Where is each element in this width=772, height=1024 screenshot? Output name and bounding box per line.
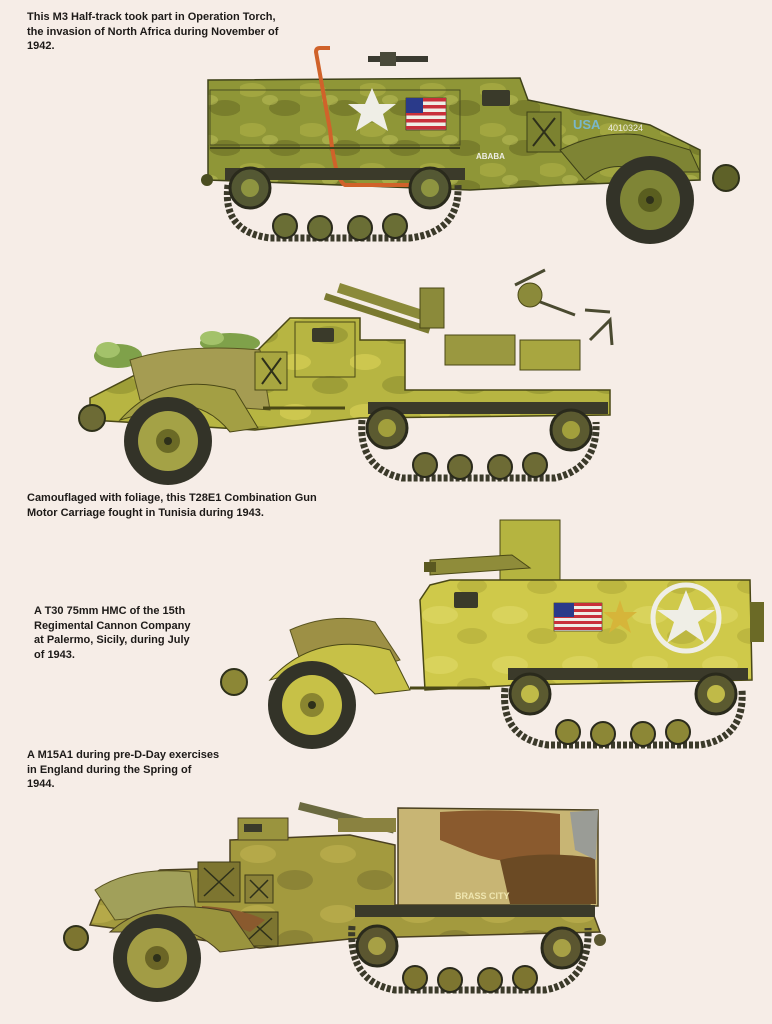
jerrycan-rack	[197, 861, 279, 947]
name-marking: ABABA	[476, 152, 505, 161]
m3-halftrack-drawing: USA 4010324 ABABA	[201, 46, 740, 244]
caption-line: Camouflaged with foliage, this T28E1 Com…	[27, 492, 317, 504]
m15a1-drawing: BRASS CITY	[63, 802, 606, 1002]
usa-marking: USA	[573, 117, 601, 132]
caption-t28e1: Camouflaged with foliage, this T28E1 Com…	[27, 491, 317, 520]
road-wheel	[606, 156, 694, 244]
caption-line: A T30 75mm HMC of the 15th	[34, 605, 186, 617]
caption-line: in England during the Spring of	[27, 763, 192, 776]
t30-hmc-drawing	[220, 519, 764, 749]
road-wheel	[113, 914, 201, 1002]
us-flag-icon	[553, 602, 603, 632]
caption-t30-hmc: A T30 75mm HMC of the 15th Regimental Ca…	[34, 604, 190, 662]
twin-gun-mount	[323, 268, 614, 371]
track-assembly	[223, 166, 462, 242]
caption-m15a1: A M15A1 during pre-D-Day exercises in En…	[27, 748, 219, 792]
caption-m3-halftrack: This M3 Half-track took part in Operatio…	[27, 10, 278, 54]
track-assembly	[358, 406, 600, 482]
track-assembly	[348, 924, 592, 994]
road-wheel	[268, 661, 356, 749]
caption-line: Motor Carriage fought in Tunisia during …	[27, 506, 264, 519]
caption-line: 1944.	[27, 778, 55, 790]
caption-line: Regimental Cannon Company	[34, 619, 191, 632]
t28e1-drawing	[78, 268, 614, 485]
road-wheel	[124, 397, 212, 485]
caption-line: of 1943.	[34, 648, 75, 661]
name-marking: BRASS CITY	[455, 891, 510, 901]
serial-marking: 4010324	[608, 123, 643, 133]
star-roundel-icon	[650, 582, 722, 654]
caption-line: the invasion of North Africa during Nove…	[27, 25, 279, 38]
caption-line: This M3 Half-track took part in Operatio…	[27, 11, 276, 23]
us-flag-icon	[405, 97, 447, 131]
caption-line: 1942.	[27, 40, 55, 52]
caption-line: A M15A1 during pre-D-Day exercises	[27, 749, 220, 761]
caption-line: at Palermo, Sicily, during July	[34, 634, 190, 646]
track-assembly	[501, 672, 746, 749]
